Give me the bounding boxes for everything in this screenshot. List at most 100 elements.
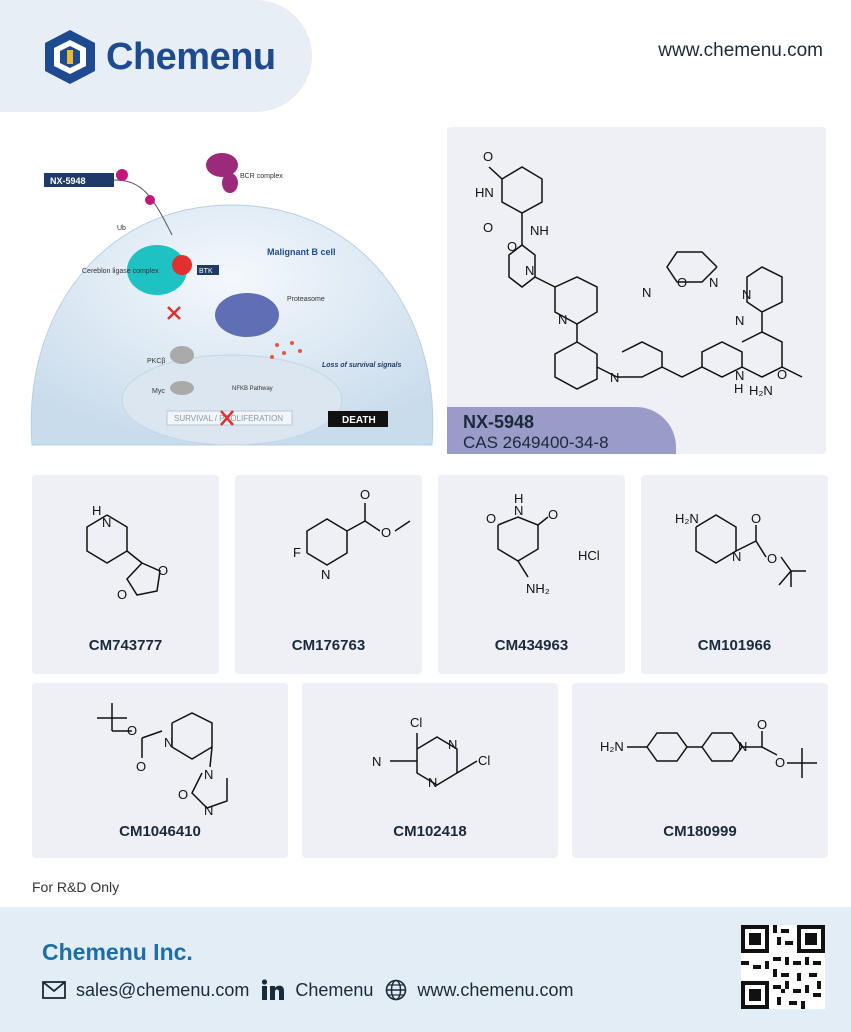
svg-text:H₂N: H₂N <box>600 739 624 754</box>
brand-logo[interactable]: Chemenu <box>42 28 276 86</box>
svg-text:O: O <box>178 787 188 802</box>
death-label: DEATH <box>342 415 376 426</box>
svg-text:H: H <box>734 381 743 396</box>
pkcb-label: PKCβ <box>147 358 165 365</box>
cm180999-structure: H₂N N O O <box>600 717 817 778</box>
compound-card[interactable]: O N H O NH₂ HCl CM434963 <box>438 475 625 674</box>
mechanism-figure: NX-5948 BCR complex Ub Malignant B cell … <box>30 153 434 446</box>
mail-icon <box>42 981 66 999</box>
svg-text:N: N <box>204 803 213 818</box>
svg-text:N: N <box>448 737 457 752</box>
nx5948-structure: O HN O NH O N N N N H O H₂N N O N N N <box>475 149 803 398</box>
svg-text:N: N <box>102 515 111 530</box>
svg-text:N: N <box>321 567 330 582</box>
main-compound-cas: CAS 2649400-34-8 <box>463 433 609 452</box>
linkedin-link[interactable]: Chemenu <box>295 979 374 1000</box>
svg-text:N: N <box>525 263 534 278</box>
svg-text:N: N <box>372 754 381 769</box>
main-compound-name: NX-5948 <box>463 412 535 432</box>
compound-code: CM434963 <box>494 637 569 654</box>
compound-code: CM102418 <box>393 823 467 840</box>
svg-text:O: O <box>757 717 767 732</box>
svg-text:O: O <box>158 563 168 578</box>
cm743777-structure: H N O O <box>86 503 168 602</box>
cm176763-structure: F N O O <box>293 487 411 582</box>
svg-text:H: H <box>514 491 523 506</box>
svg-text:O: O <box>507 239 517 254</box>
cm101966-structure: H₂N N O O <box>675 511 806 587</box>
svg-text:O: O <box>767 551 777 566</box>
compound-code: CM1046410 <box>119 823 201 840</box>
svg-text:F: F <box>293 545 301 560</box>
footer: Chemenu Inc. sales@chemenu.com Chemenu w… <box>0 907 851 1032</box>
cm1046410-structure: O O N N O N <box>97 703 228 818</box>
svg-text:H₂N: H₂N <box>749 383 773 398</box>
header-website[interactable]: www.chemenu.com <box>658 40 823 61</box>
main-compound-label: NX-5948 CAS 2649400-34-8 <box>447 407 676 454</box>
svg-text:O: O <box>751 511 761 526</box>
svg-text:N: N <box>742 287 751 302</box>
svg-text:N: N <box>709 275 718 290</box>
footer-website[interactable]: www.chemenu.com <box>417 979 574 1000</box>
compound-card[interactable]: O O N N O N CM1046410 <box>32 683 288 858</box>
svg-text:NH: NH <box>530 223 549 238</box>
compound-card[interactable]: Cl N N N Cl CM102418 <box>302 683 558 858</box>
qr-code-icon[interactable] <box>741 925 825 1009</box>
svg-text:H: H <box>92 503 101 518</box>
myc-label: Myc <box>152 388 165 395</box>
ub-label: Ub <box>117 225 126 232</box>
svg-text:N: N <box>642 285 651 300</box>
contact-row: sales@chemenu.com Chemenu www.chemenu.co… <box>42 979 585 1001</box>
compound-card[interactable]: F N O O CM176763 <box>235 475 422 674</box>
svg-text:N: N <box>732 549 741 564</box>
svg-text:N: N <box>428 775 437 790</box>
svg-text:N: N <box>735 368 744 383</box>
bcr-label: BCR complex <box>240 173 283 180</box>
disclaimer: For R&D Only <box>32 879 120 895</box>
svg-text:HN: HN <box>475 185 494 200</box>
compound-code: CM101966 <box>697 637 772 654</box>
compound-code: CM180999 <box>663 823 737 840</box>
compound-card[interactable]: H₂N N O O CM101966 <box>641 475 828 674</box>
svg-text:O: O <box>136 759 146 774</box>
svg-text:O: O <box>360 487 370 502</box>
cm434963-structure: O N H O NH₂ HCl <box>486 491 600 596</box>
svg-text:O: O <box>127 723 137 738</box>
svg-text:O: O <box>381 525 391 540</box>
linkedin-icon <box>262 979 285 1000</box>
compound-code: CM743777 <box>88 637 163 654</box>
svg-text:O: O <box>548 507 558 522</box>
nfkb-label: NFKB Pathway <box>232 386 273 392</box>
svg-text:N: N <box>514 503 523 518</box>
svg-text:N: N <box>164 735 173 750</box>
cm102418-structure: Cl N N N Cl <box>372 715 490 790</box>
svg-text:HCl: HCl <box>578 548 600 563</box>
svg-text:N: N <box>738 739 747 754</box>
globe-icon <box>386 979 407 1001</box>
btk-label: BTK <box>199 268 213 275</box>
compound-card[interactable]: H N O O CM743777 <box>32 475 219 674</box>
loss-label: Loss of survival signals <box>322 362 401 369</box>
svg-text:O: O <box>775 755 785 770</box>
svg-text:N: N <box>610 370 619 385</box>
svg-text:NH₂: NH₂ <box>526 581 550 596</box>
svg-text:N: N <box>558 312 567 327</box>
svg-text:O: O <box>117 587 127 602</box>
email-link[interactable]: sales@chemenu.com <box>76 979 250 1000</box>
nx-tag: NX-5948 <box>50 176 86 186</box>
svg-text:O: O <box>777 367 787 382</box>
compound-card[interactable]: H₂N N O O CM180999 <box>572 683 828 858</box>
cereblon-label: Cereblon ligase complex <box>82 268 159 275</box>
main-compound-card[interactable]: O HN O NH O N N N N H O H₂N N O N N N <box>447 127 826 454</box>
svg-text:H₂N: H₂N <box>675 511 699 526</box>
svg-text:O: O <box>486 511 496 526</box>
brand-name: Chemenu <box>106 35 276 78</box>
svg-text:O: O <box>483 149 493 164</box>
company-name: Chemenu Inc. <box>42 939 193 965</box>
cell-label: Malignant B cell <box>267 247 336 257</box>
chemenu-logo-icon <box>45 30 95 84</box>
proteasome-label: Proteasome <box>287 296 325 303</box>
svg-text:O: O <box>677 275 687 290</box>
svg-text:N: N <box>735 313 744 328</box>
svg-text:Cl: Cl <box>478 753 490 768</box>
